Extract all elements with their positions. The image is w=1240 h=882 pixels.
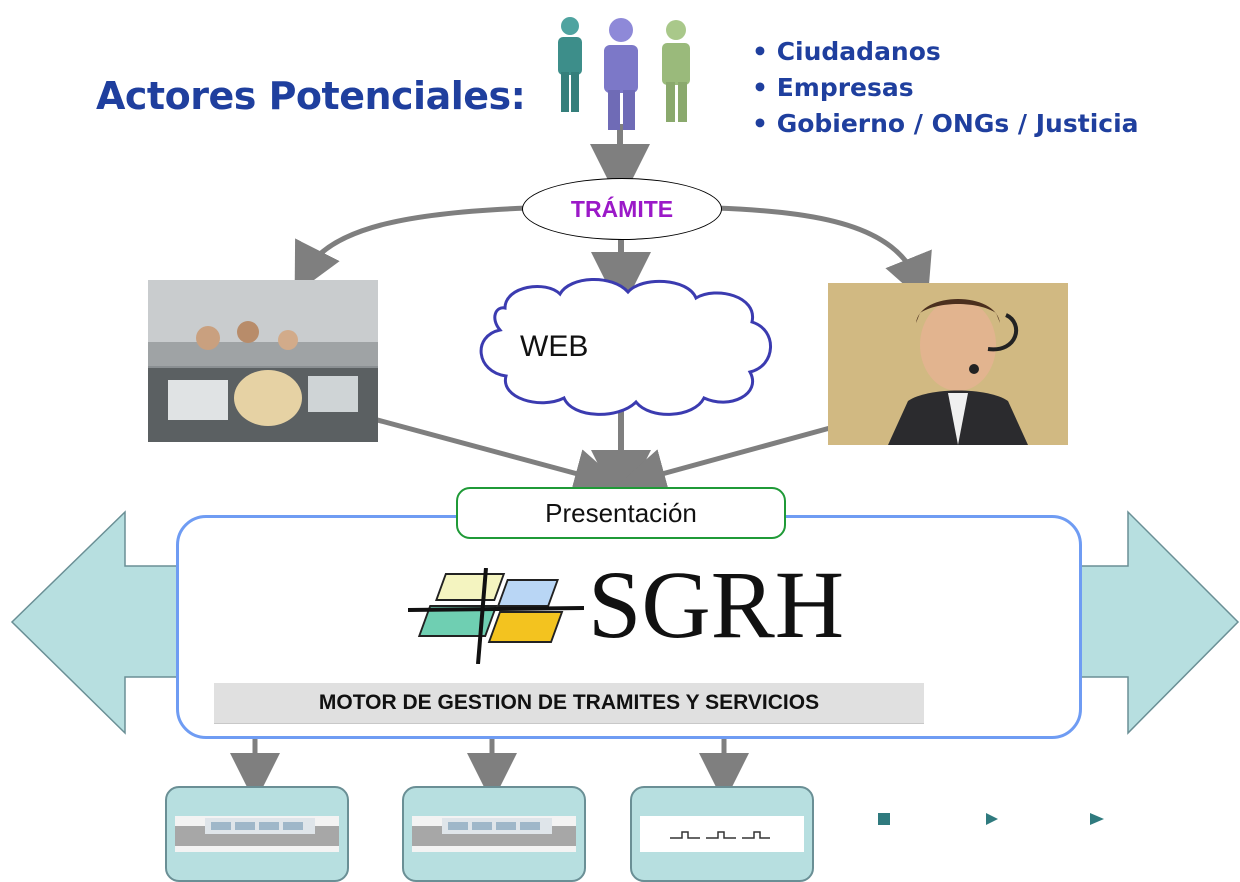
office-counter-photo bbox=[148, 280, 378, 442]
trailing-marks bbox=[878, 813, 1104, 825]
cloud-shape bbox=[479, 278, 772, 416]
engine-subtitle: MOTOR DE GESTION DE TRAMITES Y SERVICIOS bbox=[214, 683, 924, 724]
presentation-layer: Presentación bbox=[456, 487, 786, 539]
people-icon bbox=[558, 17, 690, 130]
mark-1 bbox=[878, 813, 890, 825]
sgrh-logo-text: SGRH bbox=[588, 551, 845, 658]
actor-item: Empresas bbox=[752, 70, 1139, 106]
module-thumbnail bbox=[640, 816, 804, 852]
arrow-tramite-office bbox=[294, 205, 529, 295]
actor-list: Ciudadanos Empresas Gobierno / ONGs / Ju… bbox=[752, 34, 1139, 142]
module-screen-3 bbox=[630, 786, 814, 882]
mark-3 bbox=[1090, 813, 1104, 825]
mark-2 bbox=[986, 813, 998, 825]
right-arrow-shape bbox=[1073, 510, 1240, 735]
diagram-title: Actores Potenciales: bbox=[96, 74, 526, 118]
left-arrow-shape bbox=[10, 510, 179, 735]
tramite-label: TRÁMITE bbox=[570, 195, 674, 222]
actor-item: Gobierno / ONGs / Justicia bbox=[752, 106, 1139, 142]
module-screen-1 bbox=[165, 786, 349, 882]
arrow-office-presentacion bbox=[369, 415, 625, 498]
tramite-node: TRÁMITE bbox=[522, 178, 722, 240]
actor-item: Ciudadanos bbox=[752, 34, 1139, 70]
arrow-tramite-callcenter bbox=[715, 205, 932, 306]
module-thumbnail bbox=[175, 816, 339, 852]
web-channel-label: WEB bbox=[520, 330, 589, 363]
arrow-callcenter-presentacion bbox=[615, 425, 831, 498]
call-center-photo bbox=[828, 283, 1068, 445]
person-teal-figure bbox=[558, 17, 582, 112]
module-thumbnail bbox=[412, 816, 576, 852]
presentation-label: Presentación bbox=[545, 497, 697, 528]
module-screen-2 bbox=[402, 786, 586, 882]
sgrh-logo-icon bbox=[408, 568, 584, 664]
person-green-figure bbox=[662, 20, 690, 122]
person-purple-figure bbox=[604, 18, 638, 130]
